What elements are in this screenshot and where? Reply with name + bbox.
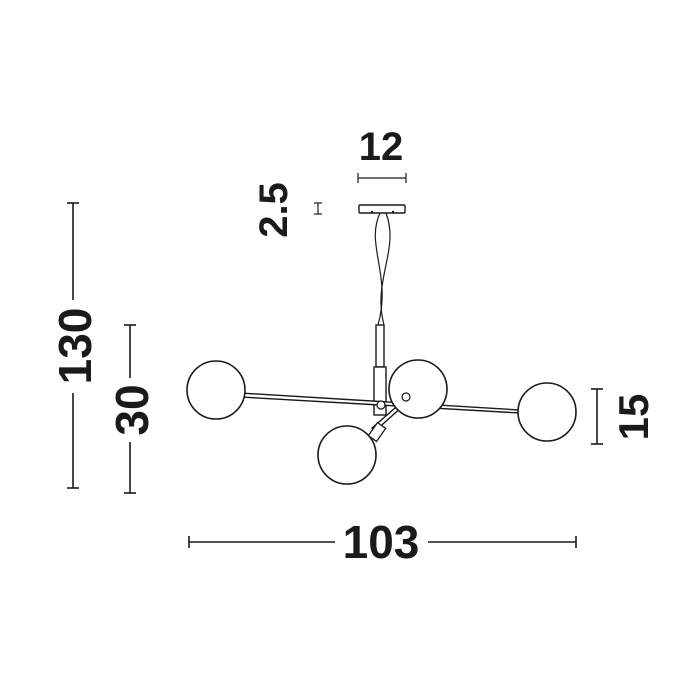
socket-front bbox=[367, 421, 387, 443]
body-height-dimension: 30 bbox=[106, 324, 158, 494]
arm-hub bbox=[376, 400, 386, 410]
central-rod-upper bbox=[375, 324, 385, 368]
suspension-cable-2 bbox=[380, 212, 391, 326]
canopy-width-label: 12 bbox=[359, 125, 404, 169]
globe-diameter-label: 15 bbox=[610, 394, 657, 441]
socket-back bbox=[401, 392, 411, 402]
total-width-label: 103 bbox=[343, 516, 420, 568]
canopy-screw-left bbox=[370, 210, 374, 214]
total-height-label: 130 bbox=[49, 308, 101, 385]
fixture-drawing bbox=[186, 204, 577, 485]
globe-right bbox=[517, 382, 577, 442]
globe-front bbox=[317, 425, 377, 485]
total-height-dimension: 130 bbox=[49, 202, 101, 489]
canopy-height-dimension: 2.5 bbox=[252, 182, 322, 238]
globe-back bbox=[388, 359, 448, 419]
ceiling-canopy bbox=[358, 204, 406, 214]
canopy-screw-right bbox=[391, 210, 395, 214]
globe-diameter-dimension: 15 bbox=[591, 388, 657, 445]
canopy-height-label: 2.5 bbox=[252, 182, 296, 238]
body-height-label: 30 bbox=[106, 384, 158, 435]
canopy-width-dimension: 12 bbox=[357, 125, 407, 183]
total-width-dimension: 103 bbox=[188, 516, 577, 568]
globe-left bbox=[186, 360, 246, 420]
